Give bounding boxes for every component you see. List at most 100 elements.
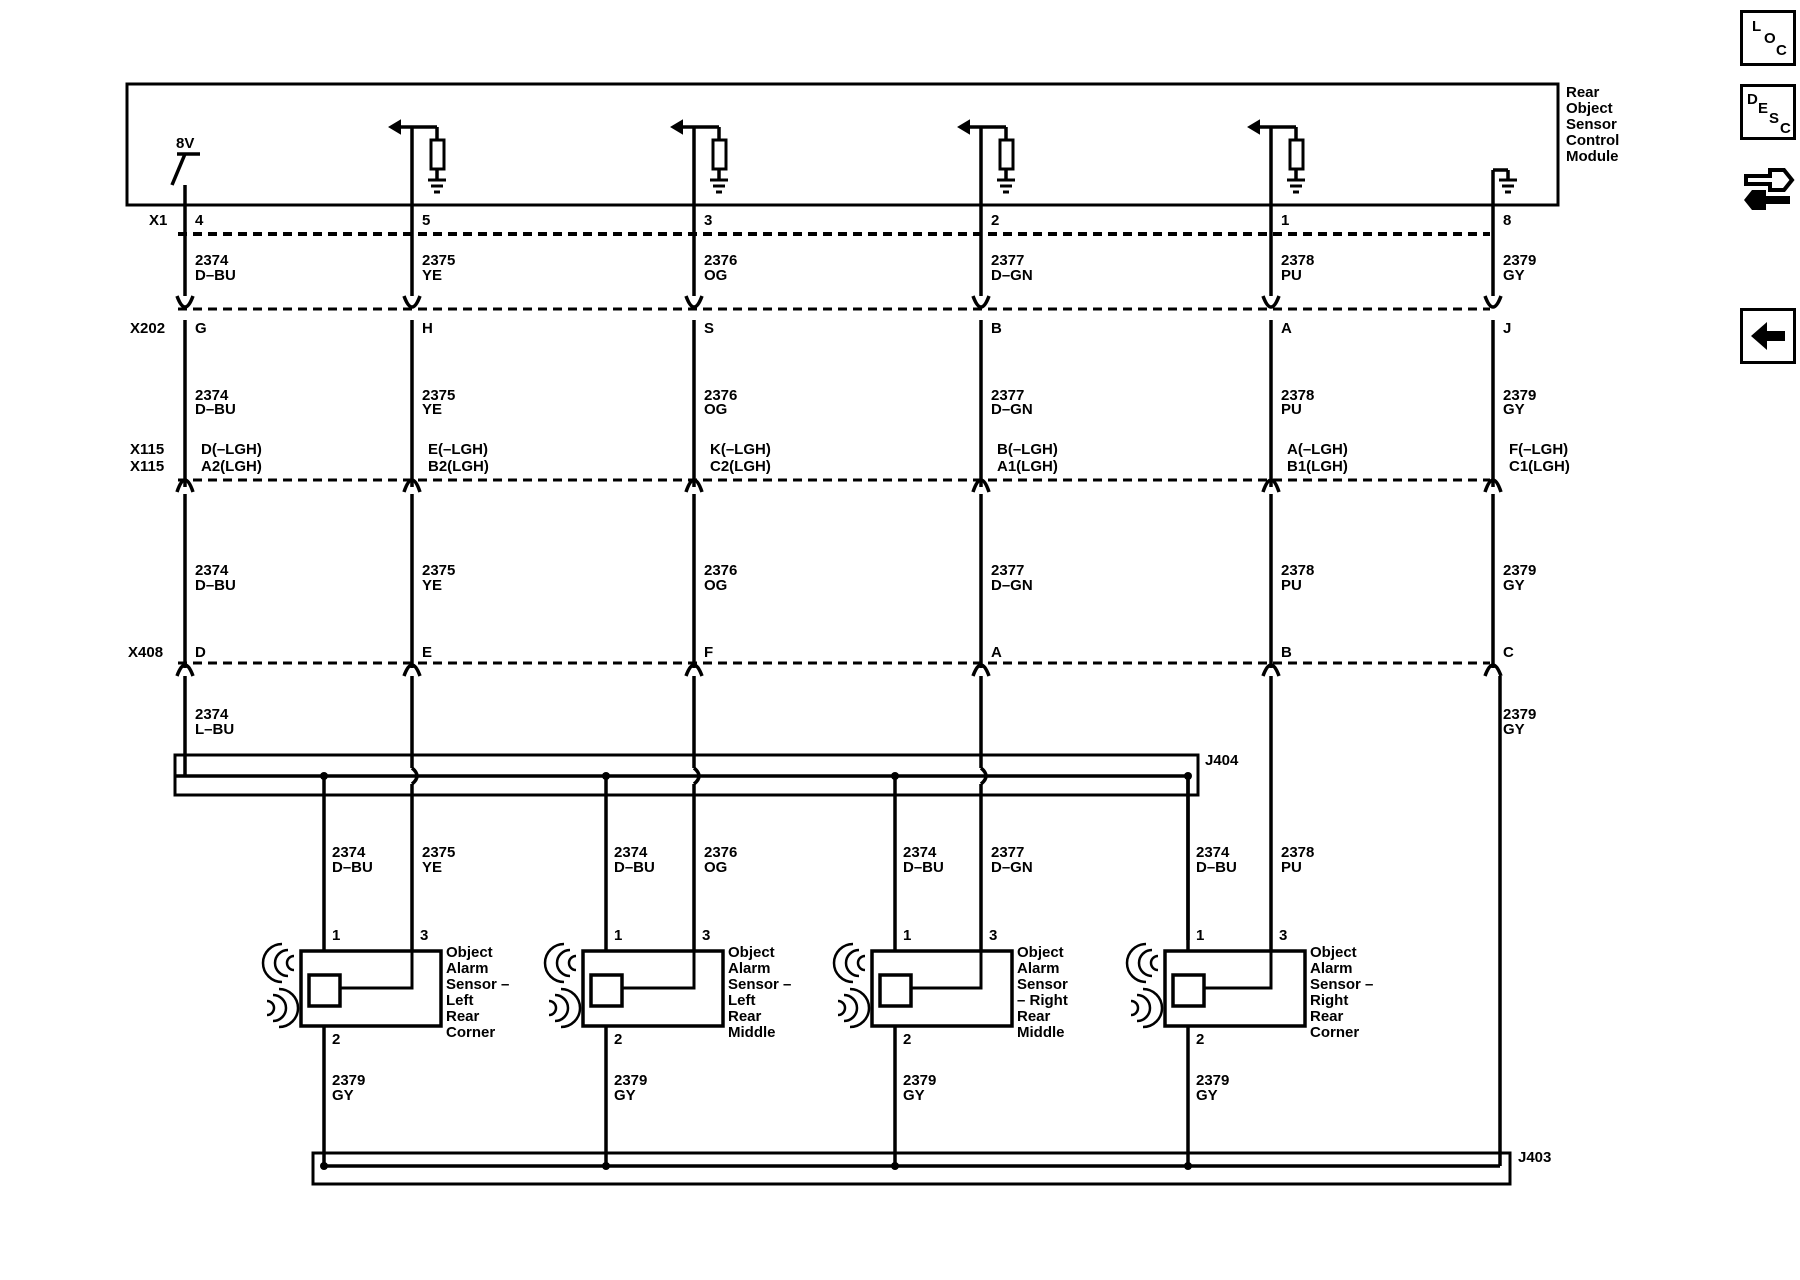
pull-down-resistor [711,138,728,171]
x115-pin-a: K(–LGH) [710,441,771,458]
x202-pin: G [195,320,207,337]
x408-terminal [971,663,991,677]
back-button[interactable] [1740,308,1796,364]
wire-color: GY [903,1087,925,1104]
circuit-number: 2376 [704,252,737,269]
x408-terminal [1483,663,1503,677]
ultrasonic-wave-icon [543,942,565,984]
wire-color: GY [332,1087,354,1104]
sensor-pin-1: 1 [614,927,622,944]
x115-terminal [684,478,704,493]
x1-label: X1 [149,212,167,229]
module-name-line: Module [1566,148,1619,165]
circuit-number: 2379 [614,1072,647,1089]
circuit-number: 2376 [704,562,737,579]
x202-label: X202 [130,320,165,337]
ultrasonic-wave-icon [272,993,288,1023]
ultrasonic-wave-icon [832,942,854,984]
pull-down-resistor [998,138,1015,171]
module-name-line: Sensor [1566,116,1617,133]
ultrasonic-wave-icon [849,987,871,1029]
ultrasonic-wave-icon [266,999,276,1017]
x115-pin-a: F(–LGH) [1509,441,1568,458]
wire-color: GY [1503,267,1525,284]
wire-color: OG [704,267,727,284]
sensor-pin-3: 3 [702,927,710,944]
x115-pin-b: C1(LGH) [1509,458,1570,475]
circuit-number: 2374 [903,844,937,861]
j403-label: J403 [1518,1149,1551,1166]
sensor-element [878,973,913,1008]
module-boundary [125,82,1560,207]
desc-button[interactable]: D E S C [1740,84,1796,140]
sensor-element [589,973,624,1008]
circuit-number: 2374 [195,706,229,723]
x115-pin-a: A(–LGH) [1287,441,1348,458]
circuit-number: 2379 [332,1072,365,1089]
circuit-number: 2379 [1503,387,1536,404]
wire-color: YE [422,401,442,418]
wire-color: D–BU [195,401,236,418]
x1-pin: 3 [704,212,712,229]
ultrasonic-wave-icon [567,954,577,972]
x202-pin: A [1281,320,1292,337]
desc-letter-c: C [1780,120,1791,137]
ultrasonic-wave-icon [285,954,295,972]
wire-hop [979,766,988,786]
sensor-pin-3: 3 [989,927,997,944]
ultrasonic-wave-icon [1125,942,1147,984]
sensor-element [307,973,342,1008]
j404-label: J404 [1205,752,1239,769]
wire-color: D–BU [195,577,236,594]
pull-down-resistor [429,138,446,171]
pull-down-resistor [1288,138,1305,171]
circuit-number: 2375 [422,844,455,861]
loc-letter-o: O [1764,30,1776,47]
sensor-internal-wire [1204,951,1273,990]
x408-pin: F [704,644,713,661]
wire-color: OG [704,577,727,594]
circuit-number: 2379 [1196,1072,1229,1089]
x408-pin: C [1503,644,1514,661]
circuit-number: 2377 [991,844,1024,861]
wire-color: D–BU [903,859,944,876]
circuit-number: 2374 [195,387,229,404]
connector-tools-icon [1744,168,1795,210]
ultrasonic-wave-icon [856,954,866,972]
x115-terminal [1483,478,1503,493]
x408-terminal [402,663,422,677]
sensor-element [1171,973,1206,1008]
circuit-number: 2374 [332,844,366,861]
sensor-name-line: Middle [1017,1024,1065,1041]
circuit-number: 2377 [991,387,1024,404]
left-arrow-icon [1751,322,1785,350]
ultrasonic-wave-icon [1136,993,1152,1023]
x408-terminal [175,663,195,677]
loc-button[interactable]: L O C [1740,10,1796,66]
sensor-pin-2: 2 [332,1031,340,1048]
wire-color: YE [422,267,442,284]
wire-color: PU [1281,401,1302,418]
x115-pin-a: B(–LGH) [997,441,1058,458]
circuit-number: 2375 [422,562,455,579]
x408-pin: E [422,644,432,661]
x115-pin-a: D(–LGH) [201,441,262,458]
wire-color: GY [614,1087,636,1104]
x115-label-b: X115 [130,458,164,475]
x115-pin-a: E(–LGH) [428,441,488,458]
x1-pin: 4 [195,212,204,229]
connector-tools-button[interactable] [1740,162,1796,218]
sensor-name-line: Object [446,944,493,961]
x408-label: X408 [128,644,163,661]
circuit-number: 2377 [991,562,1024,579]
circuit-number: 2379 [1503,562,1536,579]
power-switch [170,153,187,186]
signal-arrow-head [670,119,683,135]
x202-terminal [175,295,195,309]
circuit-number: 2375 [422,252,455,269]
wire-color: D–GN [991,859,1033,876]
wire-color: D–BU [195,267,236,284]
ultrasonic-wave-icon [273,948,289,978]
x115-terminal [175,478,195,493]
circuit-number: 2379 [903,1072,936,1089]
